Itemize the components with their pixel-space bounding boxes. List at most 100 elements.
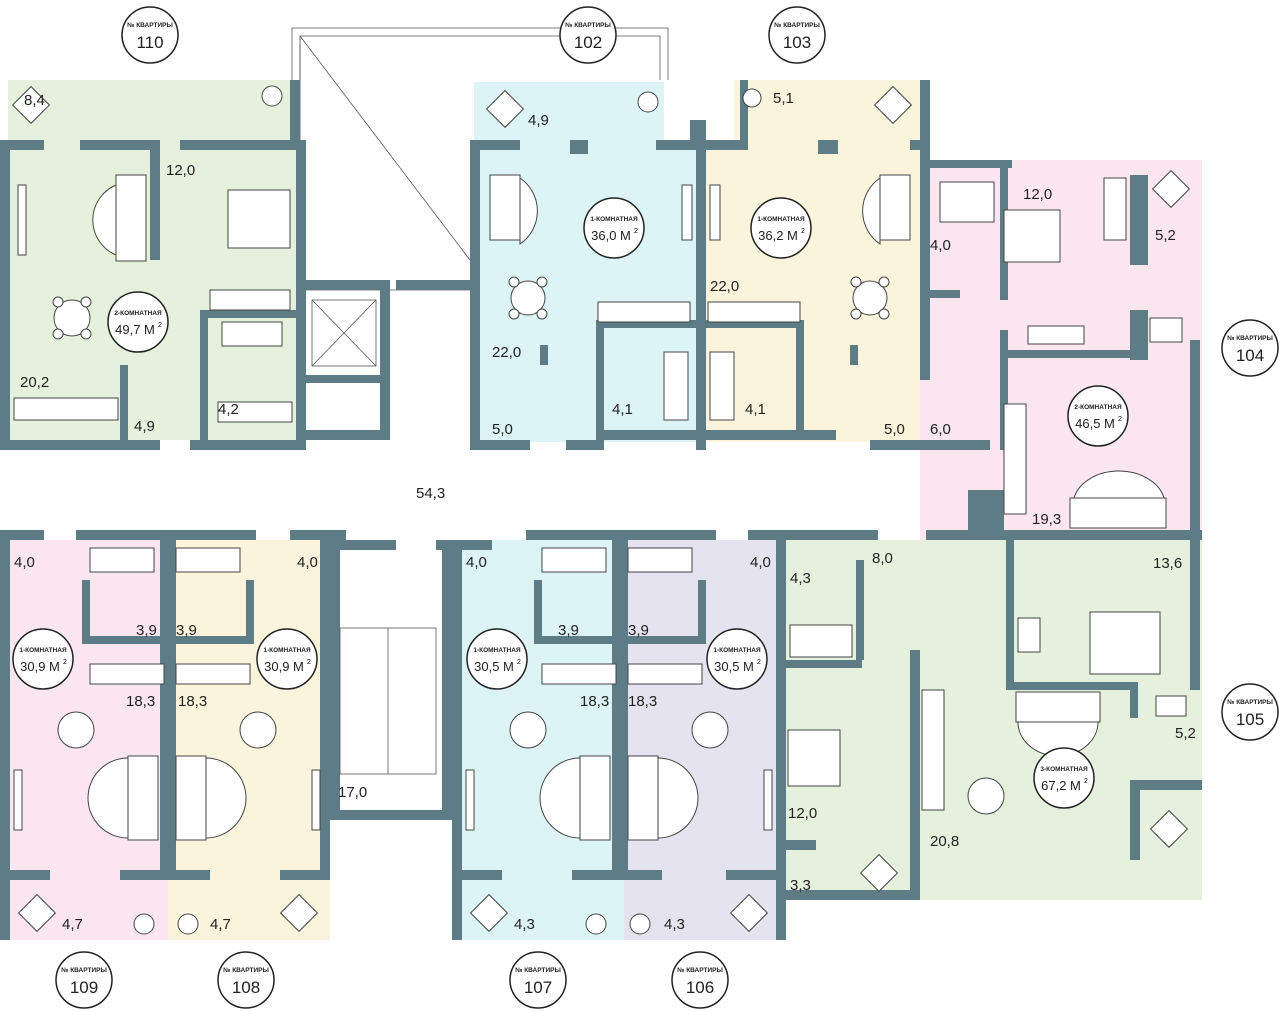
badge-area-unit-sup: 2 [63,659,67,666]
room-area-label: 3,3 [790,877,811,894]
badge-area-unit-sup: 2 [517,659,521,666]
room-area-label: 5,1 [773,90,794,107]
badge-rooms: 1-КОМНАТНАЯ [713,647,761,654]
badge-area-unit-sup: 2 [158,322,162,329]
badge-rooms: 2-КОМНАТНАЯ [1074,404,1122,411]
furniture [13,174,1187,841]
badge-area-unit-sup: 2 [801,228,805,235]
room-area-label: 18,3 [178,693,207,710]
number-circle-value: 105 [1236,710,1264,729]
room-area-label: 4,0 [466,554,487,571]
room-area-labels: 8,412,020,24,94,24,922,05,04,15,122,04,1… [14,90,1196,933]
room-area-label: 54,3 [416,485,445,502]
balcony-decor [11,85,1191,935]
room-area-label: 12,0 [1023,186,1052,203]
badge-rooms: 1-КОМНАТНАЯ [263,647,311,654]
number-circle [559,6,617,64]
number-circle-value: 102 [574,33,602,52]
badge-circle [107,291,169,353]
room-area-label: 3,9 [558,622,579,639]
room-area-label: 20,8 [930,833,959,850]
number-circle-value: 106 [686,978,714,997]
badge-circle [750,197,812,259]
badge-area: 36,2 М [758,228,798,243]
badge-rooms: 1-КОМНАТНАЯ [757,216,805,223]
badge-area-unit-sup: 2 [634,228,638,235]
room-area-label: 4,2 [218,401,239,418]
room-area-label: 12,0 [788,805,817,822]
room-area-label: 4,0 [14,554,35,571]
room-area-label: 4,9 [134,418,155,435]
number-circle [121,6,179,64]
badge-rooms: 1-КОМНАТНАЯ [19,647,67,654]
number-circle-value: 110 [136,33,163,52]
badge-circle [583,197,645,259]
badge-rooms: 1-КОМНАТНАЯ [590,216,638,223]
number-circle-header: № КВАРТИРЫ [565,22,611,29]
room-area-label: 4,0 [930,237,951,254]
badge-circle [706,628,768,690]
badge-circle [466,628,528,690]
number-circle [55,951,113,1009]
room-area-label: 13,6 [1153,555,1182,572]
apartment-number-106: № КВАРТИРЫ 106 [671,951,729,1009]
badge-area-unit-sup: 2 [307,659,311,666]
room-area-label: 22,0 [492,344,521,361]
room-area-label: 4,0 [750,554,771,571]
room-area-label: 3,9 [628,622,649,639]
room-area-label: 19,3 [1032,511,1061,528]
number-circle-header: № КВАРТИРЫ [677,967,723,974]
badge-area-unit-sup: 2 [1084,778,1088,785]
apartment-number-102: № КВАРТИРЫ 102 [559,6,617,64]
badge-circle [12,628,74,690]
badge-area: 36,0 М [591,228,631,243]
badge-area: 49,7 М [115,322,155,337]
badge-area-unit-sup: 2 [757,659,761,666]
room-area-label: 3,9 [136,622,157,639]
room-area-label: 12,0 [166,162,195,179]
number-circle [1221,319,1279,377]
number-circle-header: № КВАРТИРЫ [223,967,269,974]
room-area-label: 4,7 [210,916,231,933]
room-area-label: 4,3 [790,570,811,587]
badge-circle [1067,385,1129,447]
badge-area: 46,5 М [1075,416,1115,431]
badge-rooms: 2-КОМНАТНАЯ [114,310,162,317]
number-circle-header: № КВАРТИРЫ [127,22,173,29]
room-area-label: 18,3 [126,693,155,710]
number-circle [768,6,826,64]
room-area-label: 8,0 [872,550,893,567]
badge-circle [256,628,318,690]
room-area-label: 4,3 [514,916,535,933]
badge-area: 30,9 М [20,659,60,674]
elevator-shaft [311,299,377,367]
badge-circle [1033,747,1095,809]
room-area-label: 8,4 [24,92,45,109]
room-area-label: 5,2 [1175,725,1196,742]
room-area-label: 5,0 [492,421,513,438]
room-area-label: 4,3 [664,916,685,933]
room-area-label: 22,0 [710,278,739,295]
number-circle-value: 107 [524,978,552,997]
room-area-label: 5,0 [884,421,905,438]
number-circle-header: № КВАРТИРЫ [774,22,820,29]
room-area-label: 6,0 [930,421,951,438]
badge-area: 30,5 М [714,659,754,674]
room-area-label: 18,3 [580,693,609,710]
room-area-label: 17,0 [338,784,367,801]
number-circle-header: № КВАРТИРЫ [1227,699,1273,706]
number-circle [217,951,275,1009]
